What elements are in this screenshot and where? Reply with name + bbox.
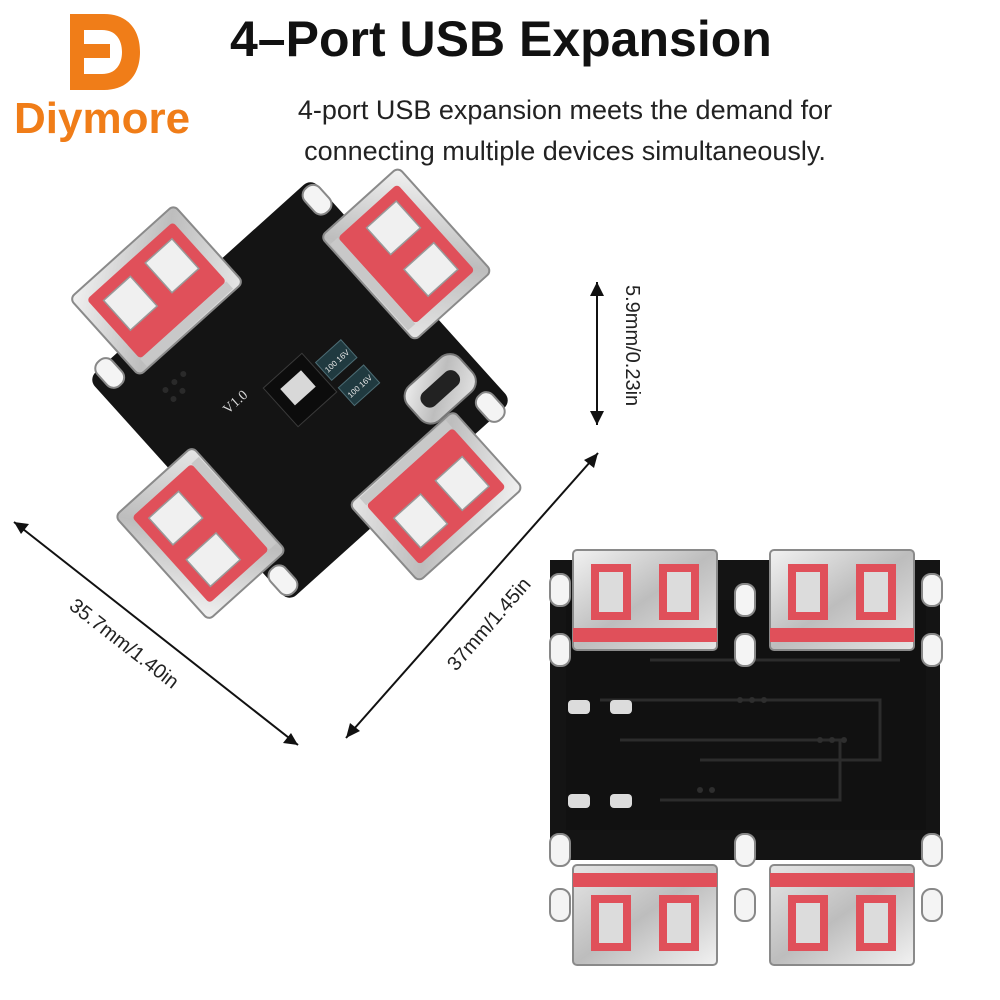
brand-logo: Diymore [8, 6, 198, 146]
page-title: 4–Port USB Expansion [230, 11, 772, 67]
page-subtitle: 4-port USB expansion meets the demand fo… [255, 90, 875, 172]
front-board: 100 16V 100 16V V1.0 [68, 166, 524, 622]
length-label: 37mm/1.45in [443, 574, 535, 676]
dimension-height: 5.9mm/0.23in [590, 282, 643, 425]
brand-name: Diymore [14, 94, 191, 143]
subtitle-line-2: connecting multiple devices simultaneous… [304, 136, 826, 166]
diymore-logo-icon [70, 14, 140, 90]
back-board [549, 549, 943, 966]
height-label: 5.9mm/0.23in [621, 285, 643, 406]
subtitle-line-1: 4-port USB expansion meets the demand fo… [297, 95, 833, 125]
